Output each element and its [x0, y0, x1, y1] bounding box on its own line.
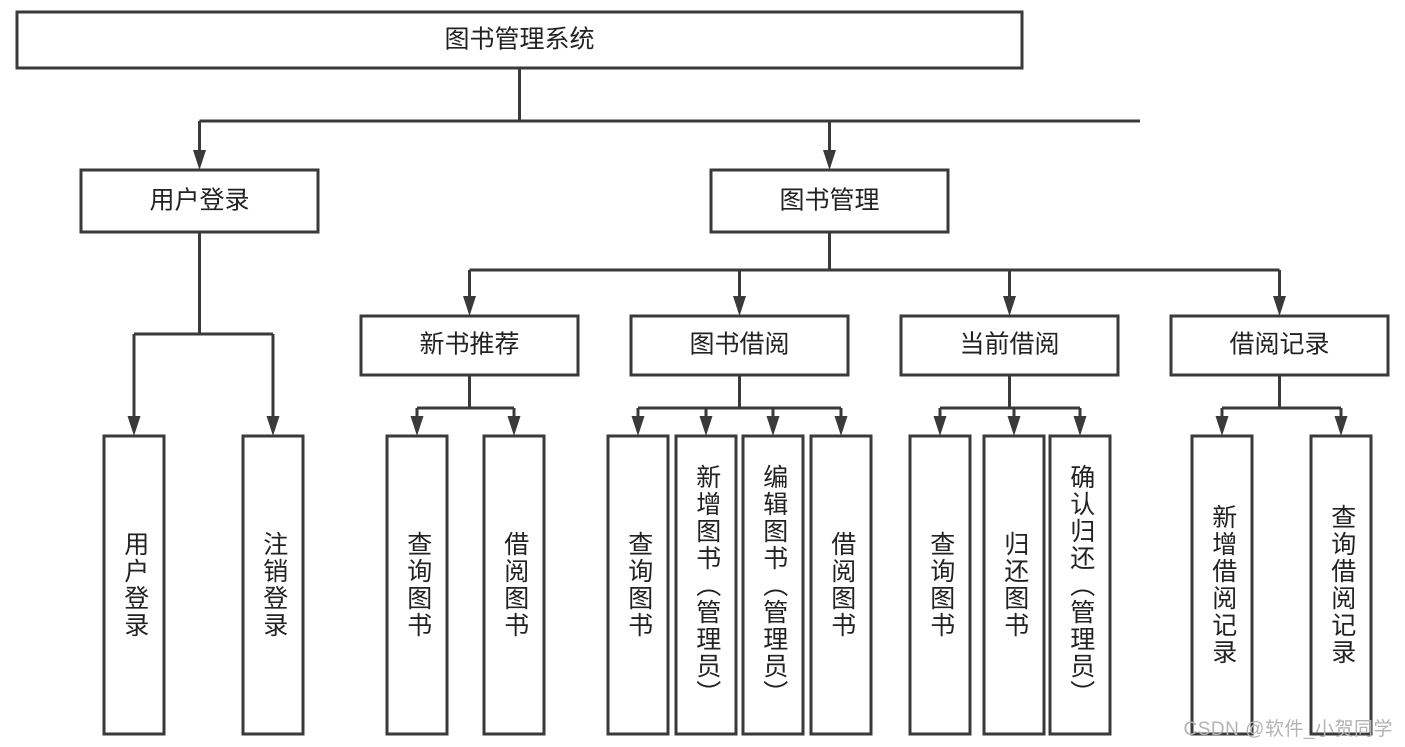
connector-user-login-bus [127, 232, 280, 436]
leaf-box-logout[interactable] [241, 434, 305, 736]
leaf-box-query-borrow-record[interactable] [1309, 434, 1373, 736]
node-current-borrow-box[interactable] [899, 314, 1120, 377]
node-borrow-record[interactable]: 借阅记录 [1169, 314, 1390, 377]
node-user-login-box[interactable] [79, 168, 320, 234]
connector-borrow-record-bus [1215, 375, 1348, 436]
node-root[interactable]: 图书管理系统 [15, 10, 1024, 70]
connector-root-bus [199, 68, 1140, 123]
node-user-login[interactable]: 用户登录 [79, 168, 320, 234]
leaf-box-user-login[interactable] [102, 434, 166, 736]
node-book-management[interactable]: 图书管理 [709, 168, 950, 234]
node-current-borrow-label: 当前借阅 [959, 331, 1059, 359]
connector-book-management-bus [463, 232, 1286, 316]
connector-root-to-user-login [193, 121, 206, 170]
node-book-management-box[interactable] [709, 168, 950, 234]
node-borrow-record-label: 借阅记录 [1229, 331, 1329, 359]
node-new-book-recommend-label: 新书推荐 [419, 331, 519, 359]
node-new-book-recommend[interactable]: 新书推荐 [359, 314, 580, 377]
connector-current-borrow-bus [933, 375, 1087, 436]
leaf-box-borrow-book[interactable] [809, 434, 873, 736]
leaf-box-return-book[interactable] [982, 434, 1046, 736]
node-book-borrow[interactable]: 图书借阅 [629, 314, 850, 377]
leaf-box-borrow-book-rec[interactable] [482, 434, 546, 736]
node-user-login-label: 用户登录 [149, 187, 249, 215]
leaf-box-edit-book-admin[interactable] [741, 434, 805, 736]
connector-book-borrow-bus [631, 375, 848, 436]
node-borrow-record-box[interactable] [1169, 314, 1390, 377]
connector-new-book-recommend-bus [410, 375, 521, 436]
leaf-box-add-borrow-record[interactable] [1190, 434, 1254, 736]
node-book-management-label: 图书管理 [779, 187, 879, 215]
node-current-borrow[interactable]: 当前借阅 [899, 314, 1120, 377]
csdn-watermark: CSDN @软件_小贺同学 [1183, 719, 1393, 740]
leaf-box-query-book-rec[interactable] [385, 434, 449, 736]
node-book-borrow-label: 图书借阅 [689, 331, 789, 359]
node-new-book-recommend-box[interactable] [359, 314, 580, 377]
leaf-box-add-book-admin[interactable] [674, 434, 738, 736]
connector-root-to-book-management [823, 121, 836, 170]
leaf-box-confirm-return-admin[interactable] [1048, 434, 1112, 736]
leaf-box-query-book-borrow[interactable] [606, 434, 670, 736]
node-root-box[interactable] [15, 10, 1024, 70]
node-book-borrow-box[interactable] [629, 314, 850, 377]
node-root-label: 图书管理系统 [444, 26, 594, 54]
leaf-box-query-book-current[interactable] [908, 434, 972, 736]
